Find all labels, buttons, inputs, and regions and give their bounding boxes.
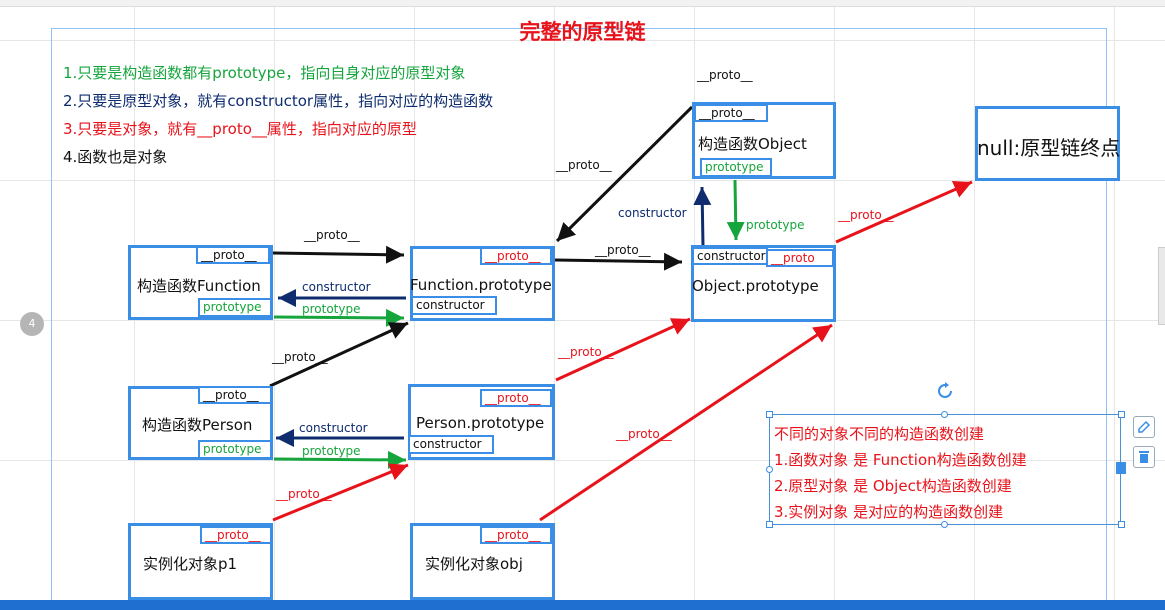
collapse-side-panel-tab[interactable] xyxy=(1158,247,1165,325)
tag-ctor-function-prototype: prototype xyxy=(198,298,272,317)
tag-object-prototype-constructor: constructor xyxy=(692,247,768,265)
tag-ctor-object-prototype: prototype xyxy=(700,158,772,177)
label-constructor-object: constructor xyxy=(618,206,687,220)
arrow-personproto-proto xyxy=(555,317,691,382)
note-line-4: 3.实例对象 是对应的构造函数创建 xyxy=(774,503,1004,521)
rule-1: 1.只要是构造函数都有prototype，指向自身对应的原型对象 xyxy=(63,64,466,82)
arrow-person-prototype-link xyxy=(273,450,407,469)
note-line-3: 2.原型对象 是 Object构造函数创建 xyxy=(774,477,1012,495)
tag-ctor-object-proto: __proto__ xyxy=(694,104,768,122)
tag-instance-p1-proto: __proto__ xyxy=(200,526,272,544)
arrow-objproto-proto xyxy=(835,180,973,244)
resize-handle-top[interactable] xyxy=(941,411,948,418)
resize-handle-right[interactable] xyxy=(1116,462,1126,474)
label-prototype-person: prototype xyxy=(302,444,361,458)
rule-2: 2.只要是原型对象，就有constructor属性，指向对应的构造函数 xyxy=(63,92,494,110)
diagram-title: 完整的原型链 xyxy=(519,20,646,44)
arrow-fnproto-proto xyxy=(554,252,683,271)
note-line-1: 不同的对象不同的构造函数创建 xyxy=(774,425,985,443)
label-proto-obj: __proto__ xyxy=(616,427,672,441)
rule-3: 3.只要是对象，就有__proto__属性，指向对应的原型 xyxy=(63,120,417,138)
pencil-icon xyxy=(1138,420,1151,433)
tag-ctor-function-proto: __proto__ xyxy=(196,246,270,264)
box-ctor-person-label: 构造函数Person xyxy=(142,416,253,434)
label-constructor-function: constructor xyxy=(302,280,371,294)
label-proto-function: __proto__ xyxy=(304,228,360,242)
box-instance-obj-label: 实例化对象obj xyxy=(425,555,523,573)
box-null-end[interactable] xyxy=(975,106,1120,181)
trash-icon xyxy=(1139,451,1149,463)
label-proto-personproto: __proto__ xyxy=(558,345,614,359)
arrow-object-prototype-link xyxy=(726,179,745,241)
label-proto-person: __proto__ xyxy=(272,350,328,364)
box-object-prototype-label: Object.prototype xyxy=(692,277,819,295)
resize-handle-left[interactable] xyxy=(766,466,773,473)
label-proto-fnproto: __proto__ xyxy=(595,243,651,257)
resize-handle-bottom-right[interactable] xyxy=(1118,521,1125,528)
resize-handle-top-left[interactable] xyxy=(766,411,773,418)
tag-instance-obj-proto: __proto__ xyxy=(480,526,552,544)
arrow-obj-proto xyxy=(539,323,833,522)
label-constructor-person: constructor xyxy=(299,421,368,435)
label-prototype-function: prototype xyxy=(302,302,361,316)
tag-function-prototype-constructor: constructor xyxy=(411,296,497,315)
arrow-object-ctor-proto xyxy=(555,105,694,243)
arrow-function-proto xyxy=(272,245,405,264)
arrow-function-prototype-link xyxy=(273,308,405,327)
tag-ctor-person-proto: __proto__ xyxy=(198,386,272,404)
bottom-status-bar xyxy=(0,600,1165,610)
arrow-person-proto xyxy=(269,321,409,388)
tag-object-prototype-proto: __proto xyxy=(766,249,834,267)
label-proto-p1: __proto__ xyxy=(276,487,332,501)
delete-button[interactable] xyxy=(1133,446,1155,468)
label-proto-objproto: __proto__ xyxy=(838,208,894,222)
edit-button[interactable] xyxy=(1133,416,1155,438)
note-line-2: 1.函数对象 是 Function构造函数创建 xyxy=(774,451,1027,469)
tag-ctor-person-prototype: prototype xyxy=(198,440,272,459)
resize-handle-top-right[interactable] xyxy=(1118,411,1125,418)
arrow-p1-proto xyxy=(272,463,409,522)
page-number-badge[interactable]: 4 xyxy=(20,312,44,336)
box-instance-p1-label: 实例化对象p1 xyxy=(143,555,238,573)
box-ctor-function-label: 构造函数Function xyxy=(137,277,261,295)
label-proto-object-ctor-top: __proto__ xyxy=(697,68,753,82)
rule-4: 4.函数也是对象 xyxy=(63,148,168,166)
tag-function-prototype-proto: __proto__ xyxy=(480,247,552,265)
tag-person-prototype-proto: __proto__ xyxy=(480,389,552,407)
label-prototype-object: prototype xyxy=(746,218,805,232)
tag-person-prototype-constructor: constructor xyxy=(408,435,494,454)
box-null-end-label: null:原型链终点 xyxy=(977,136,1121,160)
label-proto-object-ctor-side: __proto__ xyxy=(556,158,612,172)
box-function-prototype-label: Function.prototype xyxy=(410,276,552,294)
box-person-prototype-label: Person.prototype xyxy=(416,414,545,432)
arrow-object-prototype-constructor xyxy=(693,186,712,247)
rotate-handle-icon[interactable] xyxy=(936,382,954,400)
top-toolbar-strip xyxy=(0,0,1165,7)
resize-handle-bottom[interactable] xyxy=(941,521,948,528)
note-textbox[interactable]: 不同的对象不同的构造函数创建 1.函数对象 是 Function构造函数创建 2… xyxy=(769,414,1121,525)
resize-handle-bottom-left[interactable] xyxy=(766,521,773,528)
box-ctor-object-label: 构造函数Object xyxy=(698,135,807,153)
